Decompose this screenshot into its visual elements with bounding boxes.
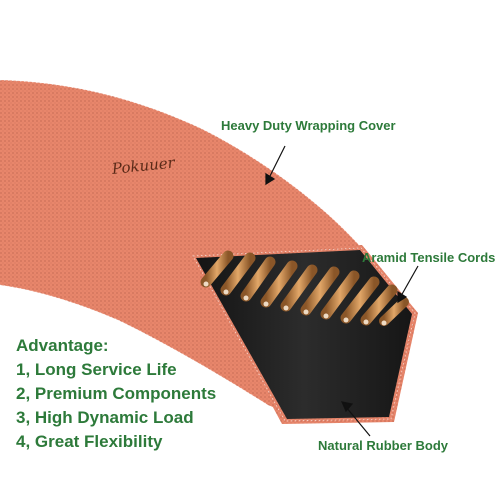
cords-arrow-line: [400, 265, 419, 297]
aramid-cords: [200, 250, 409, 326]
body-arrow-line: [345, 406, 371, 437]
callout-arrows: [265, 145, 419, 437]
body-arrowhead: [340, 401, 354, 413]
label-rubber-body: Natural Rubber Body: [318, 438, 449, 453]
label-wrapping-cover: Heavy Duty Wrapping Cover: [221, 118, 396, 133]
label-tensile-cords: Aramid Tensile Cords: [362, 250, 496, 265]
cover-arrowhead: [265, 172, 276, 186]
advantage-item: 2, Premium Components: [16, 384, 217, 403]
cover-arrow-line: [268, 145, 286, 179]
cords-arrowhead: [397, 290, 408, 304]
advantage-item: 4, Great Flexibility: [16, 432, 163, 451]
cover-lower-stitch: [0, 284, 269, 406]
advantage-heading: Advantage:: [16, 336, 109, 355]
advantage-item: 1, Long Service Life: [16, 360, 177, 379]
section-stitch: [192, 247, 416, 422]
cover-edge-stitch: [0, 79, 359, 245]
advantage-item: 3, High Dynamic Load: [16, 408, 194, 427]
